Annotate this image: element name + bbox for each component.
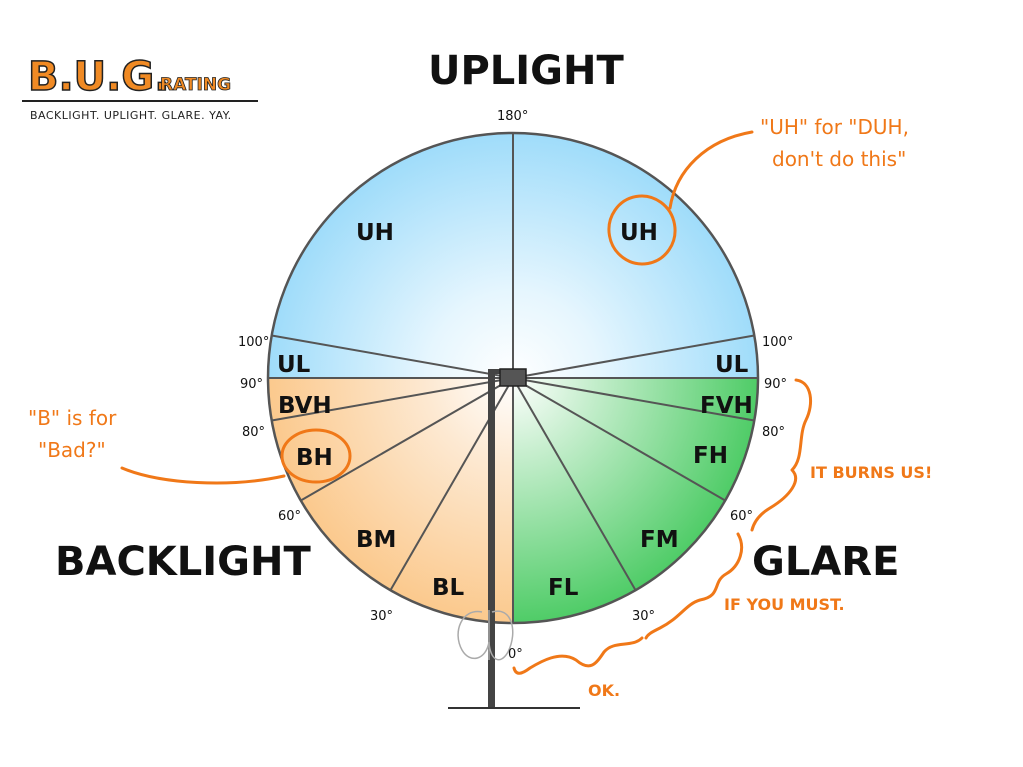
logo-tagline: BACKLIGHT. UPLIGHT. GLARE. YAY.	[30, 109, 232, 122]
deg-180: 180°	[497, 109, 528, 124]
zone-dividers	[268, 133, 758, 623]
zone-fl: FL	[548, 575, 579, 601]
logo-title: B.U.G.	[28, 54, 169, 100]
deg-30-left: 30°	[370, 609, 393, 624]
zone-bh: BH	[296, 445, 333, 471]
zone-fvh: FVH	[700, 393, 753, 419]
backlight-region	[268, 378, 513, 623]
deg-60-left: 60°	[278, 509, 301, 524]
bh-leader-line	[120, 466, 286, 485]
deg-80-left: 80°	[242, 425, 265, 440]
deg-90-right: 90°	[764, 377, 787, 392]
uh-highlight-circle	[607, 194, 677, 266]
pole	[488, 370, 495, 708]
circle-outline	[266, 131, 760, 625]
zone-bvh: BVH	[278, 393, 332, 419]
divider-100-left	[271, 334, 514, 379]
deg-100-right: 100°	[762, 335, 793, 350]
zone-labels: UH UH UL UL BVH BH BM BL FVH FH FM FL	[277, 220, 753, 601]
note-must: IF YOU MUST.	[724, 595, 845, 614]
note-b-line1: "B" is for	[28, 406, 117, 430]
heading-uplight: UPLIGHT	[428, 48, 624, 94]
bracket-30-0	[512, 636, 644, 675]
pole-arm	[488, 369, 502, 374]
note-uh-line2: don't do this"	[772, 147, 906, 171]
annotations: "UH" for "DUH, don't do this" "B" is for…	[28, 115, 932, 700]
bug-circle	[266, 131, 760, 625]
zone-bl: BL	[432, 575, 465, 601]
note-ok: OK.	[588, 681, 620, 700]
deg-60-right: 60°	[730, 509, 753, 524]
note-uh-line1: "UH" for "DUH,	[760, 115, 909, 139]
zone-ul-left: UL	[277, 352, 311, 378]
deg-90-left: 90°	[240, 377, 263, 392]
deg-80-right: 80°	[762, 425, 785, 440]
forward-glare-region	[513, 378, 758, 623]
divider-80-left	[271, 377, 514, 422]
zone-fm: FM	[640, 527, 679, 553]
bracket-90-60	[750, 378, 813, 532]
deg-0: 0°	[508, 647, 523, 662]
divider-80-right	[512, 377, 755, 422]
bh-highlight-circle	[280, 428, 352, 484]
note-b-line2: "Bad?"	[38, 438, 106, 462]
divider-60-right	[512, 377, 726, 502]
heading-glare: GLARE	[752, 539, 899, 585]
uh-leader-line	[668, 130, 754, 210]
deg-30-right: 30°	[632, 609, 655, 624]
light-pole	[448, 368, 580, 709]
bracket-60-30	[644, 532, 743, 640]
divider-30-right	[512, 377, 637, 591]
divider-100-right	[512, 334, 755, 379]
divider-60-left	[300, 377, 514, 502]
zone-fh: FH	[693, 443, 728, 469]
note-burns: IT BURNS US!	[810, 463, 932, 482]
zone-ul-right: UL	[715, 352, 749, 378]
logo: B.U.G. RATING BACKLIGHT. UPLIGHT. GLARE.…	[22, 53, 258, 122]
heading-backlight: BACKLIGHT	[55, 539, 311, 585]
zone-uh-right: UH	[620, 220, 658, 246]
degree-labels: 180° 100° 100° 90° 90° 80° 80° 60° 60° 3…	[238, 109, 793, 662]
light-fixture-icon	[499, 368, 527, 387]
moth-icon	[457, 610, 514, 661]
zone-uh-left: UH	[356, 220, 394, 246]
deg-100-left: 100°	[238, 335, 269, 350]
zone-bm: BM	[356, 527, 396, 553]
logo-rating: RATING	[160, 75, 231, 95]
